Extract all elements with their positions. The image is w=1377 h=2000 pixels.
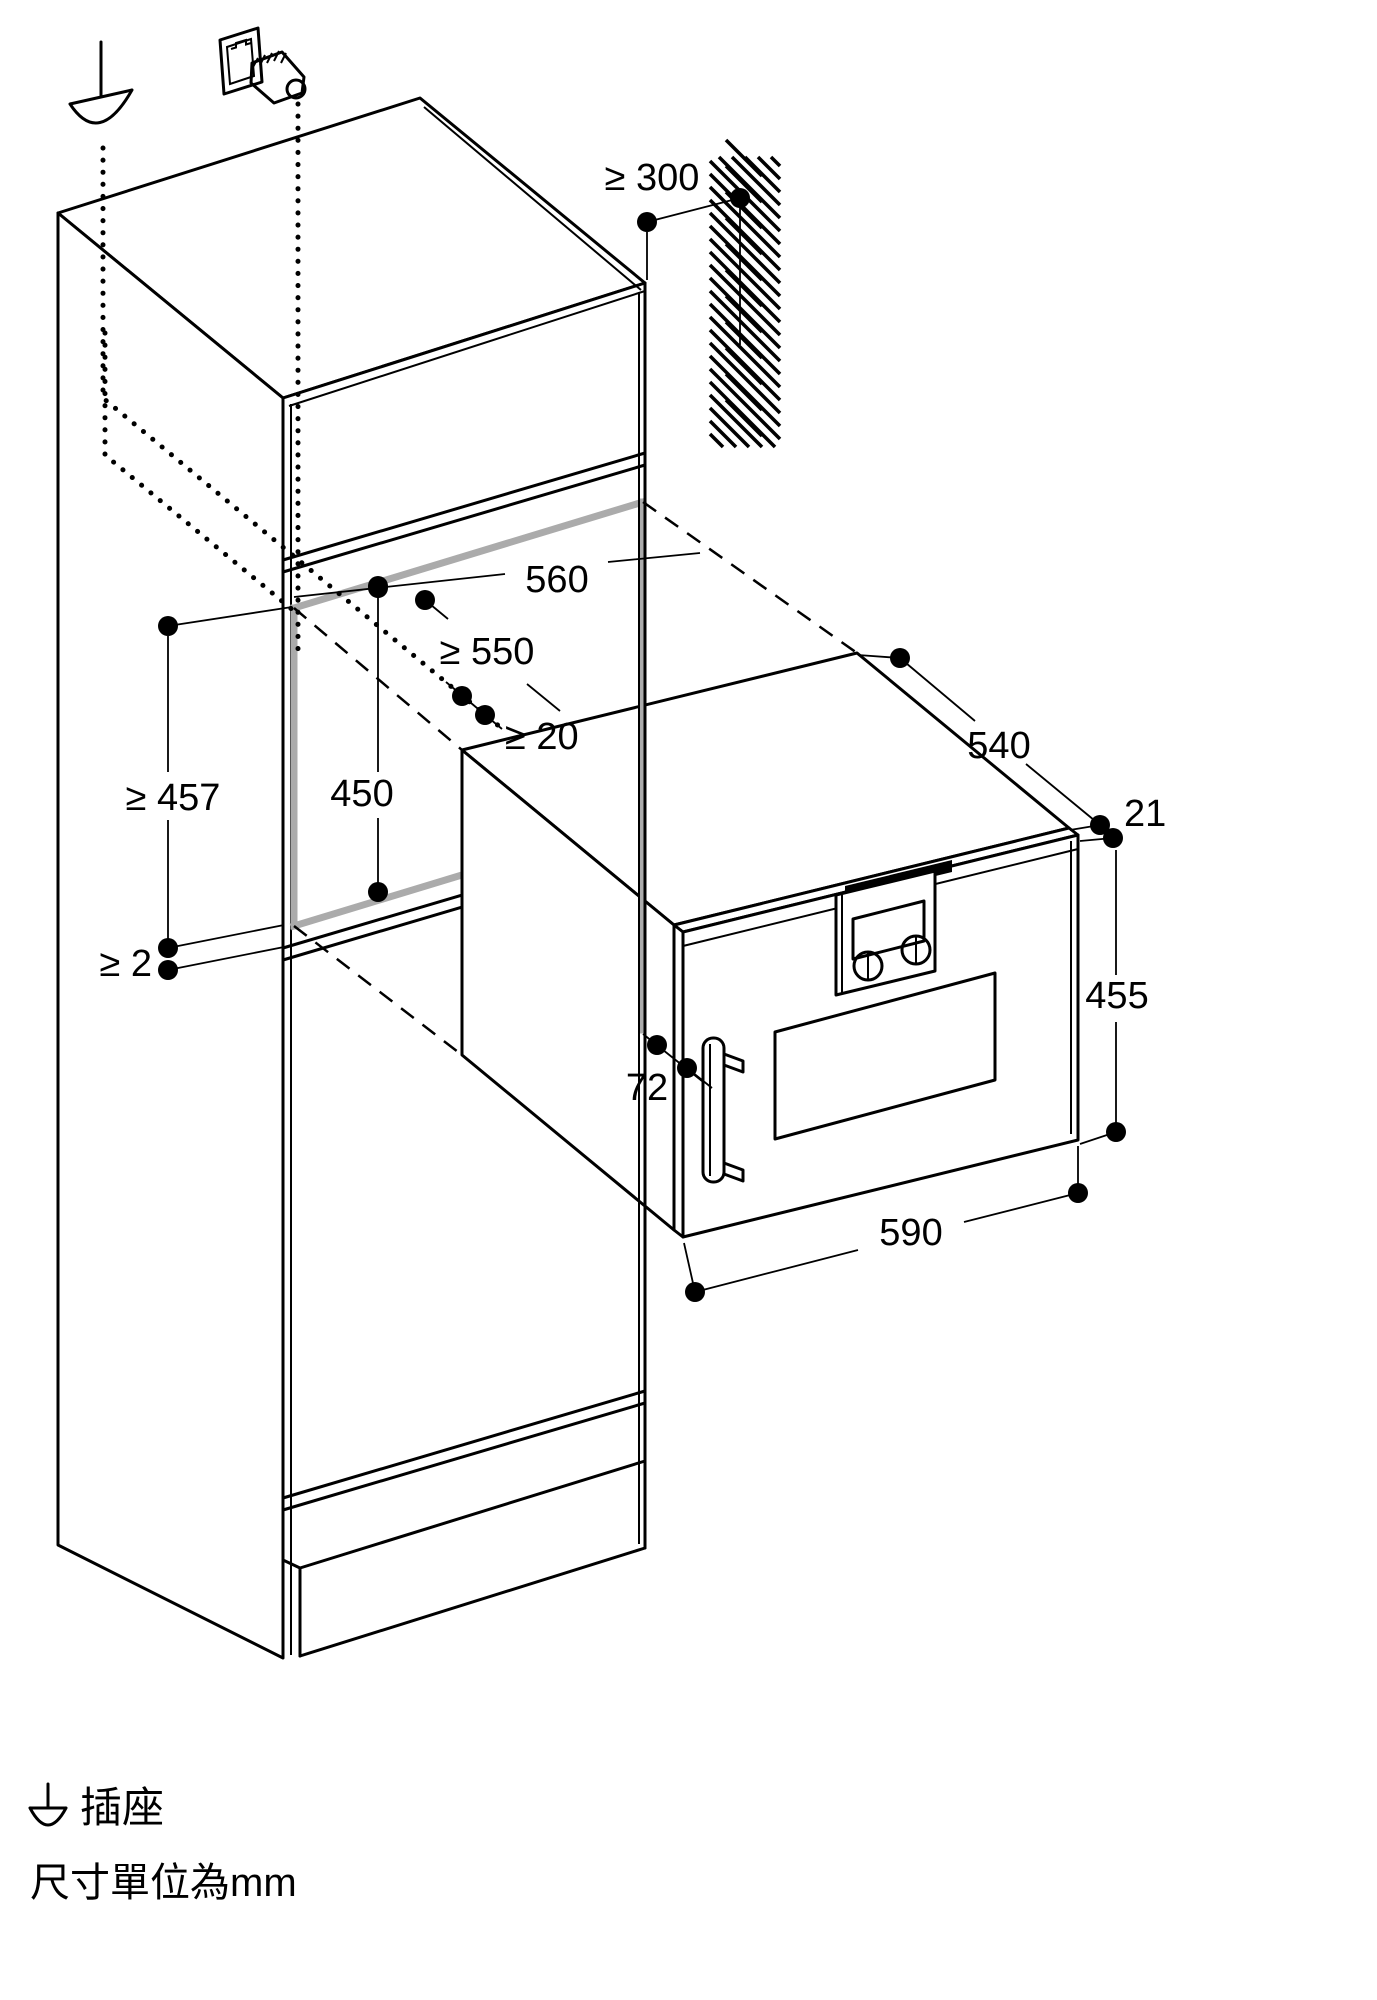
door-window: [773, 971, 997, 1141]
dim-cable-gap: ≥ 20: [445, 681, 579, 758]
dim-label-wall-clearance: ≥ 300: [605, 157, 700, 199]
dim-oven-height: 455: [1079, 850, 1149, 1145]
dim-label-front-overhang: 21: [1124, 793, 1166, 835]
dim-door-protrusion: 72: [626, 1033, 713, 1109]
dim-label-niche-width: 560: [525, 559, 588, 601]
dim-label-niche-height: 450: [330, 773, 393, 815]
dim-label-niche-depth: ≥ 550: [440, 631, 535, 673]
socket-symbol-icon: [68, 40, 134, 125]
oven-knob: [852, 950, 884, 982]
dim-label-oven-depth: 540: [967, 725, 1030, 767]
wall-hatch-icon: [708, 138, 782, 449]
dim-label-oven-height: 455: [1085, 975, 1148, 1017]
dim-label-cable-gap: ≥ 20: [505, 716, 579, 758]
cable-leader-lines: [100, 101, 503, 730]
legend-socket-label: 插座: [80, 1784, 164, 1831]
dim-oven-width: 590: [683, 1146, 1088, 1302]
dim-oven-depth: 540 21: [857, 648, 1166, 848]
control-panel: [834, 860, 952, 997]
dim-niche-height: 450: [330, 576, 394, 902]
cabinet-front-right-edge: [638, 281, 647, 1550]
oven: [460, 651, 1080, 1239]
dim-wall-clearance: ≥ 300: [605, 157, 750, 345]
dim-side-height: ≥ 457: [126, 606, 293, 946]
power-plug-icon: [218, 26, 307, 105]
dim-label-side-height: ≥ 457: [126, 777, 221, 819]
legend-units-note: 尺寸單位為mm: [30, 1861, 297, 1905]
legend: 插座 尺寸單位為mm: [28, 1782, 297, 1905]
dim-niche-depth: ≥ 550: [415, 590, 561, 712]
door-handle: [701, 1036, 745, 1184]
oven-knob: [900, 934, 932, 966]
dim-label-door-protrusion: 72: [626, 1067, 668, 1109]
oven-display: [851, 899, 926, 961]
dim-label-oven-width: 590: [879, 1212, 942, 1254]
dim-bottom-gap: ≥ 2: [99, 924, 285, 985]
legend-socket-symbol-icon: [28, 1782, 68, 1827]
dim-niche-width: 560: [293, 552, 701, 601]
dim-label-bottom-gap: ≥ 2: [99, 943, 152, 985]
